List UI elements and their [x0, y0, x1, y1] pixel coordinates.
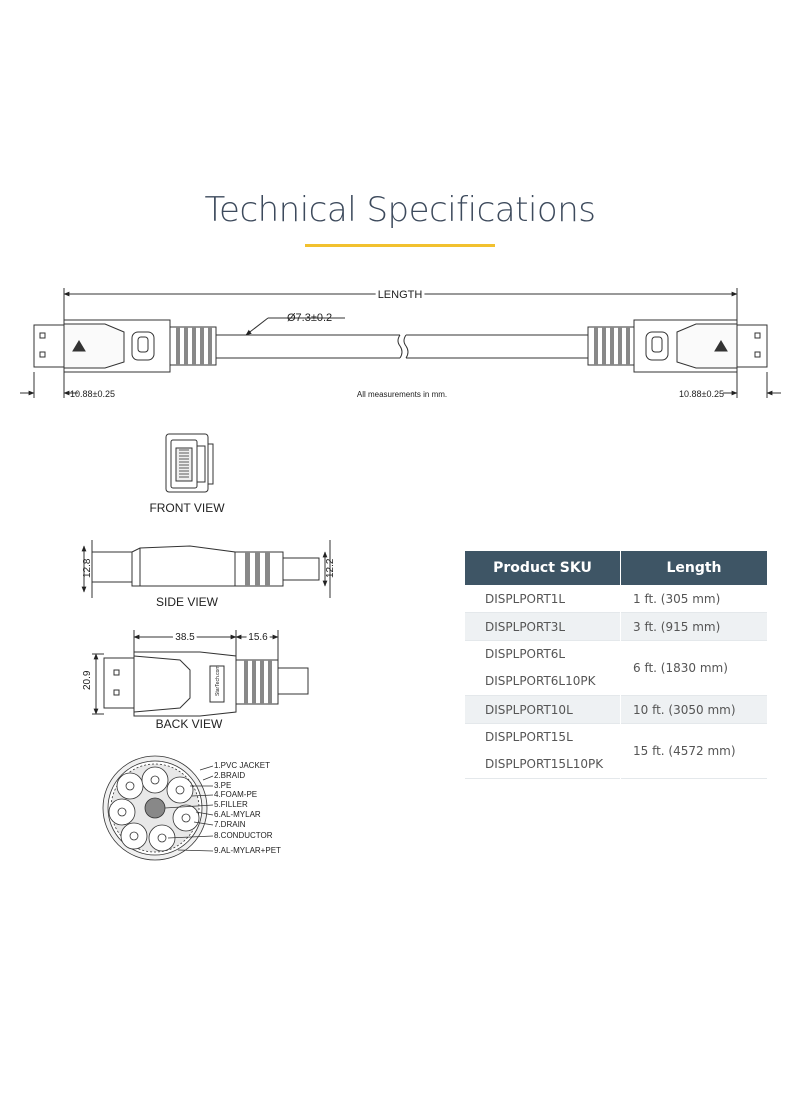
length-cell: 6 ft. (1830 mm) [620, 640, 767, 696]
back-length-dimension: 38.5 [175, 632, 195, 643]
length-label: LENGTH [378, 289, 423, 301]
title-underline [305, 244, 495, 247]
back-view-label: BACK VIEW [156, 717, 223, 731]
back-height-dimension: 20.9 [82, 670, 93, 690]
back-tail-dimension: 15.6 [248, 632, 268, 643]
cross-section-label: 3.PE [214, 781, 231, 790]
length-cell: 3 ft. (915 mm) [620, 612, 767, 641]
page-title: Technical Specifications [204, 190, 596, 230]
cross-section-labels: 1.PVC JACKET 2.BRAID 3.PE 4.FOAM-PE 5.FI… [214, 761, 281, 855]
sku-cell: DISPLPORT1L [485, 591, 566, 606]
measurement-note: All measurements in mm. [357, 390, 447, 399]
cable-top-view [20, 288, 781, 398]
brand-mark: StarTech.com [215, 665, 221, 696]
table-row: DISPLPORT10L 10 ft. (3050 mm) [465, 695, 767, 724]
table-row: DISPLPORT15L DISPLPORT15L10PK 15 ft. (45… [465, 723, 767, 779]
cross-section-label: 9.AL-MYLAR+PET [214, 846, 281, 855]
sku-line: DISPLPORT6L10PK [485, 674, 596, 688]
sku-cell: DISPLPORT15L DISPLPORT15L10PK [465, 724, 621, 779]
cross-section-label: 5.FILLER [214, 800, 248, 809]
side-left-dimension: 12.8 [82, 558, 93, 578]
cross-section-label: 2.BRAID [214, 771, 245, 780]
sku-cell: DISPLPORT10L [465, 695, 621, 724]
side-view-label: SIDE VIEW [156, 595, 219, 609]
header-length: Length [620, 551, 767, 585]
sku-line: DISPLPORT6L [485, 647, 566, 661]
cable-cross-section [102, 755, 214, 861]
side-right-dimension: 12.2 [325, 558, 336, 578]
sku-line: DISPLPORT15L [485, 730, 573, 744]
cross-section-label: 7.DRAIN [214, 820, 246, 829]
sku-cell: DISPLPORT3L [465, 612, 621, 641]
front-view-label: FRONT VIEW [149, 501, 225, 515]
cross-section-label: 6.AL-MYLAR [214, 810, 261, 819]
diameter-label: Ø7.3±0.2 [287, 312, 332, 324]
right-dimension-label: 10.88±0.25 [679, 389, 724, 399]
cross-section-label: 8.CONDUCTOR [214, 831, 273, 840]
table-header-row: Product SKU Length [465, 551, 767, 585]
table-row: DISPLPORT3L 3 ft. (915 mm) [465, 612, 767, 641]
spec-table: Product SKU Length DISPLPORT1L 1 ft. (30… [465, 551, 767, 779]
cross-section-label: 1.PVC JACKET [214, 761, 270, 770]
front-view-drawing [165, 433, 214, 493]
table-row: DISPLPORT6L DISPLPORT6L10PK 6 ft. (1830 … [465, 640, 767, 696]
length-cell: 15 ft. (4572 mm) [620, 723, 767, 779]
header-sku: Product SKU [465, 551, 621, 585]
table-row: DISPLPORT1L 1 ft. (305 mm) [465, 585, 767, 613]
length-cell: 10 ft. (3050 mm) [620, 695, 767, 724]
length-cell: 1 ft. (305 mm) [620, 585, 767, 613]
left-dimension-label: 10.88±0.25 [70, 389, 115, 399]
sku-line: DISPLPORT15L10PK [485, 757, 604, 771]
sku-cell: DISPLPORT6L DISPLPORT6L10PK [465, 641, 621, 696]
side-view-drawing [81, 540, 331, 598]
cross-section-label: 4.FOAM-PE [214, 790, 257, 799]
back-view-drawing [92, 630, 309, 717]
